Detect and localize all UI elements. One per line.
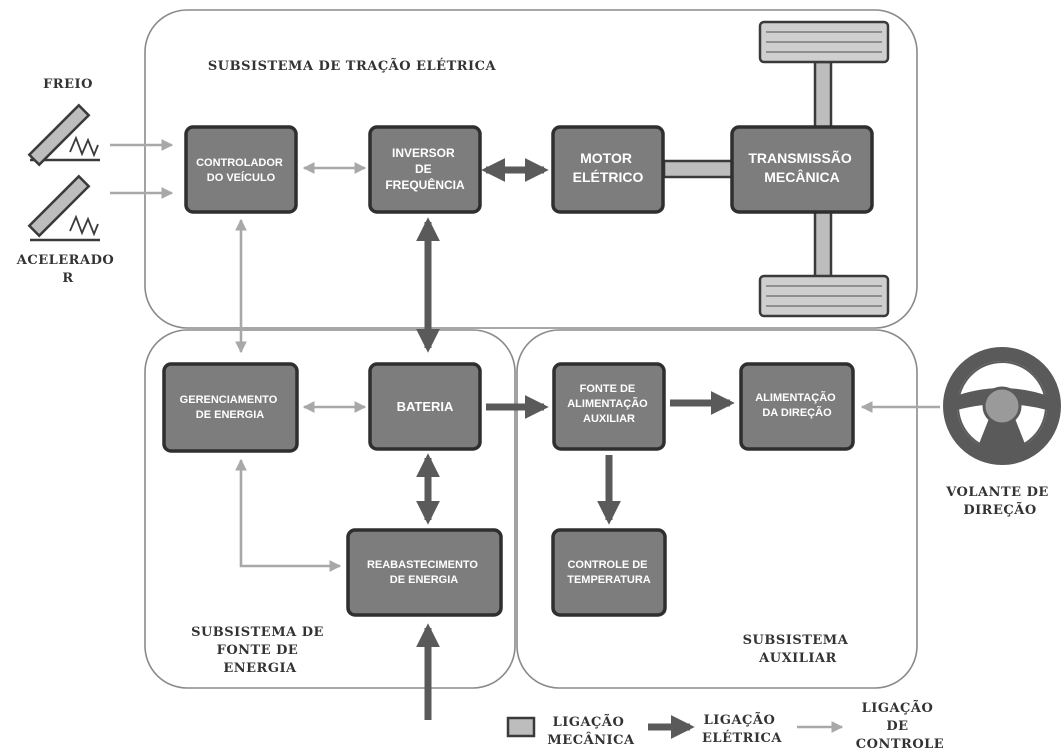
legend-mechanical-label: LIGAÇÃO MECÂNICA	[547, 714, 635, 748]
motor-transmission-shaft	[662, 159, 736, 179]
brake-pedal-icon	[27, 103, 100, 167]
rear-axle-shaft	[813, 210, 833, 282]
steering-power-block: ALIMENTAÇÃO DA DIREÇÃO	[739, 362, 855, 451]
traction-subsystem-title: SUBSISTEMA DE TRAÇÃO ELÉTRICA	[208, 58, 497, 74]
svg-text:FONTE DE ALIMENTAÇÃO: FONTE DE ALIMENTAÇÃO AUXILIAR	[567, 383, 651, 425]
frequency-inverter-block: INVERSOR DE FREQUÊNCIA	[368, 125, 482, 214]
svg-text:BATERIA: BATERIA	[397, 399, 454, 414]
vehicle-controller-block: CONTROLADOR DO VEÍCULO	[184, 125, 298, 214]
legend-electrical-label: LIGAÇÃO ELÉTRICA	[702, 712, 782, 746]
svg-text:TRANSMISSÃO MECÂNICA: TRANSMISSÃO MECÂNICA	[748, 149, 855, 185]
auxiliary-subsystem-border	[516, 329, 918, 689]
steering-wheel-label: VOLANTE DE DIREÇÃO	[945, 485, 1054, 518]
legend-control-label: LIGAÇÃO DE CONTROLE	[856, 700, 944, 752]
steering-wheel-icon	[943, 347, 1061, 465]
auxiliary-power-supply-block: FONTE DE ALIMENTAÇÃO AUXILIAR	[552, 362, 666, 451]
energy-subsystem-title: SUBSISTEMA DE FONTE DE ENERGIA	[191, 625, 329, 676]
svg-text:CONTROLE DE TEMPERATURA: CONTROLE DE TEMPERATURA	[567, 559, 651, 586]
svg-text:CONTROLADOR DO VEÍCULO: CONTROLADOR DO VEÍCULO	[196, 157, 286, 184]
accelerator-pedal-icon	[27, 174, 100, 242]
svg-text:REABASTECIMENTO DE ENERG: REABASTECIMENTO DE ENERGIA	[367, 559, 481, 586]
mechanical-transmission-block: TRANSMISSÃO MECÂNICA	[730, 125, 874, 214]
energy-subsystem-border	[144, 329, 516, 689]
accelerator-label: ACELERADO R	[16, 253, 119, 286]
energy-management-block: GERENCIAMENTO DE ENERGIA	[162, 362, 299, 453]
svg-text:INVERSOR DE FREQUÊ: INVERSOR DE FREQUÊNCIA	[385, 146, 465, 192]
traction-subsystem-border	[144, 9, 918, 329]
temperature-control-block: CONTROLE DE TEMPERATURA	[551, 528, 667, 617]
front-axle-shaft	[813, 60, 833, 132]
svg-text:MOTOR ELÉTRICO: MOTOR ELÉTRICO	[573, 150, 644, 185]
electric-motor-block: MOTOR ELÉTRICO	[551, 125, 665, 214]
energy-refueling-block: REABASTECIMENTO DE ENERGIA	[346, 528, 503, 617]
battery-block: BATERIA	[368, 362, 482, 451]
energy-mgmt-refueling-control-link	[235, 458, 342, 572]
brake-label: FREIO	[43, 77, 93, 92]
auxiliary-subsystem-title: SUBSISTEMA AUXILIAR	[743, 633, 854, 666]
legend-mechanical-swatch	[506, 716, 536, 738]
rear-wheel-icon	[758, 274, 890, 318]
front-wheel-icon	[758, 20, 890, 64]
svg-text:GERENCIAMENTO DE ENERGIA: GERENCIAMENTO DE ENERGIA	[180, 394, 281, 421]
svg-text:ALIMENTAÇÃO DA DIREÇÃO: ALIMENTAÇÃO DA DIREÇÃO	[755, 391, 839, 419]
legend: LIGAÇÃO MECÂNICA LIGAÇÃO ELÉTRICA LIGAÇÃ…	[506, 700, 944, 752]
